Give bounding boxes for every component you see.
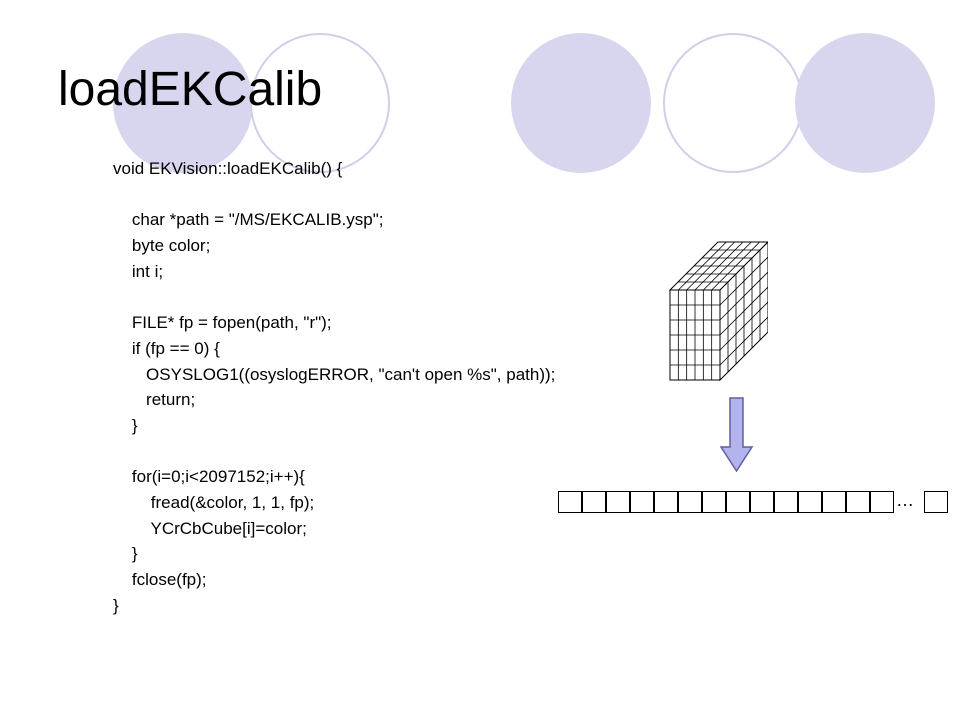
array-cell — [654, 491, 678, 513]
code-line: OSYSLOG1((osyslogERROR, "can't open %s",… — [113, 364, 556, 384]
array-cell — [582, 491, 606, 513]
slide-title: loadEKCalib — [58, 63, 323, 116]
array-cell — [822, 491, 846, 513]
code-line: } — [113, 544, 138, 564]
code-line: byte color; — [113, 236, 211, 256]
array-cell — [798, 491, 822, 513]
array-cell — [774, 491, 798, 513]
code-block: void EKVision::loadEKCalib() { char *pat… — [113, 156, 555, 618]
code-line: fread(&color, 1, 1, fp); — [113, 492, 315, 512]
array-cell — [726, 491, 750, 513]
code-line: fclose(fp); — [113, 570, 207, 589]
code-line — [113, 182, 555, 208]
decor-circle-filled-3 — [795, 33, 935, 173]
decor-circle-outline-2 — [663, 33, 803, 173]
array-cell — [606, 491, 630, 513]
code-line: char *path = "/MS/EKCALIB.ysp"; — [113, 210, 384, 230]
decor-circle-outline-1 — [250, 33, 390, 173]
decor-circle-filled-2 — [511, 33, 651, 173]
code-line: } — [113, 595, 119, 615]
code-line: void EKVision::loadEKCalib() { — [113, 159, 343, 178]
code-line: for(i=0;i<2097152;i++){ — [113, 467, 305, 487]
array-cell — [846, 491, 870, 513]
array-cell — [558, 491, 582, 513]
decor-circle-filled-1 — [113, 33, 253, 173]
array-cell — [870, 491, 894, 513]
array-cell — [630, 491, 654, 513]
code-line: } — [113, 415, 138, 435]
code-line: YCrCbCube[i]=color; — [113, 518, 307, 538]
array-cell-last — [924, 491, 948, 513]
array-cell — [678, 491, 702, 513]
down-arrow-icon — [720, 397, 754, 473]
array-cell — [702, 491, 726, 513]
grid-cube-icon — [668, 241, 768, 382]
code-line: return; — [113, 390, 196, 410]
array-cell — [750, 491, 774, 513]
code-line — [113, 439, 555, 465]
array-ellipsis: … — [896, 490, 914, 510]
code-line — [113, 284, 555, 310]
code-line: int i; — [113, 261, 164, 281]
code-line: if (fp == 0) { — [113, 338, 220, 358]
code-line: FILE* fp = fopen(path, "r"); — [113, 313, 332, 333]
